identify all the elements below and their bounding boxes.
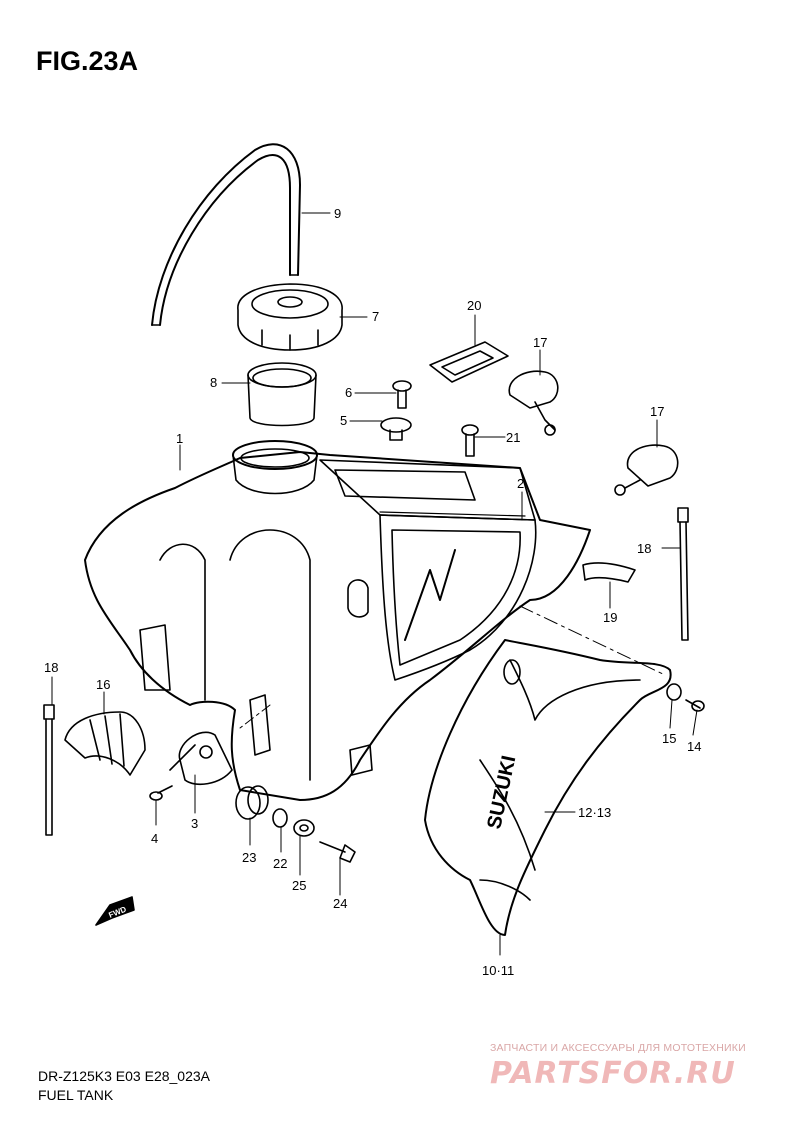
model-code: DR-Z125K3 E03 E28_023A [38,1068,210,1084]
callout-label: 15 [662,731,676,746]
filler-neck [232,440,318,495]
callout-label: 20 [467,298,481,313]
forward-arrow: FWD [95,896,135,926]
cable-tie-right [677,507,689,641]
callout-label: 23 [242,850,256,865]
callout-label: 9 [334,206,341,221]
washer-15 [666,683,682,701]
rubber-cushion [64,711,146,776]
cap-ring [247,362,317,427]
washer-5 [380,417,412,441]
callout-label: 6 [345,385,352,400]
rubber-strap [429,341,509,383]
collar-22 [272,808,288,828]
washer-25 [293,819,315,837]
callout-label: 1 [176,431,183,446]
callout-label: 10·11 [482,963,514,978]
callout-label: 7 [372,309,379,324]
fuel-tank-body [84,451,591,801]
clamp-17-upper [508,370,559,436]
cushion-pad [582,562,636,583]
callout-label: 19 [603,610,617,625]
callout-label: 21 [506,430,520,445]
grommet-23 [235,785,269,820]
clamp-17-lower [614,444,679,496]
part-name: FUEL TANK [38,1087,114,1103]
watermark-logo: PARTSFOR.RU [490,1056,736,1091]
callout-label: 18 [44,660,58,675]
callout-label: 16 [96,677,110,692]
callout-label: 5 [340,413,347,428]
side-shroud: SUZUKI [424,639,672,936]
callout-label: 2 [517,476,524,491]
screw-4 [149,785,173,801]
watermark-tagline: ЗАПЧАСТИ И АКСЕССУАРЫ ДЛЯ МОТОТЕХНИКИ [490,1042,746,1054]
bolt-6 [392,380,412,409]
bolt-14 [685,699,705,712]
callout-label: 14 [687,739,701,754]
callout-label: 3 [191,816,198,831]
figure-title: FIG.23A [36,46,139,76]
leader-lines [51,212,698,956]
callouts: 1 2 3 4 5 6 7 8 9 10·11 12·13 14 15 16 1… [44,206,701,978]
callout-label: 18 [637,541,651,556]
callout-label: 22 [273,856,287,871]
callout-label: 4 [151,831,158,846]
callout-label: 17 [533,335,547,350]
tank-pad [379,511,526,517]
callout-label: 17 [650,404,664,419]
fuel-cap [237,283,343,351]
callout-label: 25 [292,878,306,893]
bolt-24 [319,841,356,863]
fuel-cock [169,731,233,786]
callout-label: 24 [333,896,347,911]
callout-label: 8 [210,375,217,390]
callout-label: 12·13 [578,805,611,820]
breather-hose [151,143,301,326]
bolt-21 [461,424,479,457]
cable-tie-left [43,704,55,836]
